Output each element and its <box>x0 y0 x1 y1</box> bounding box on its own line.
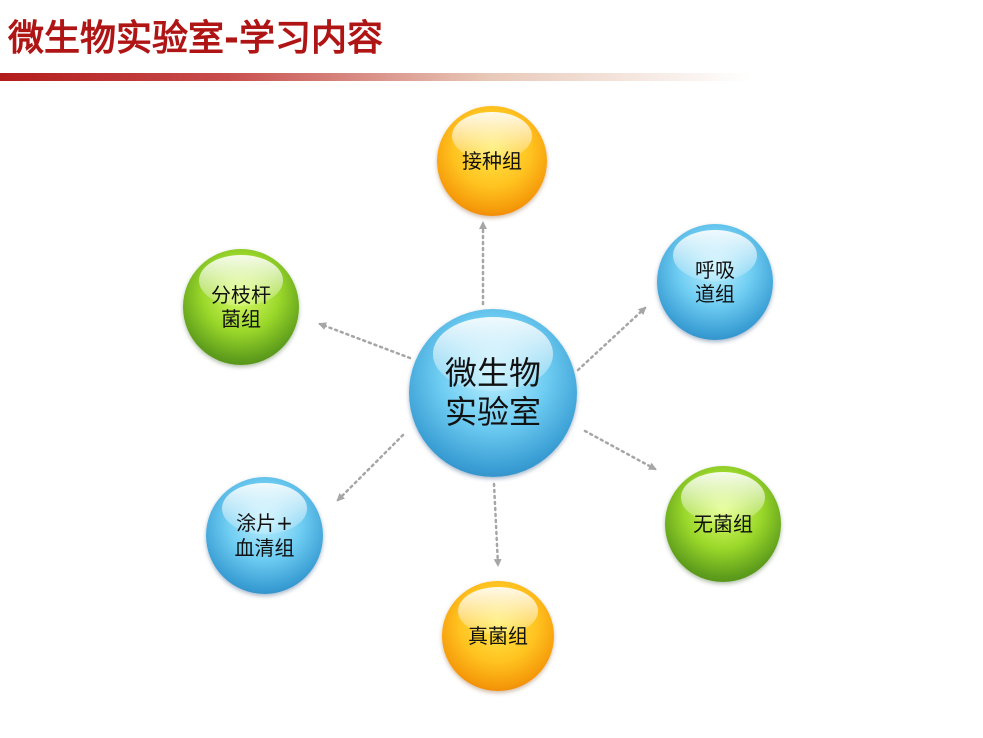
node-sterile-group: 无菌组 <box>665 466 781 582</box>
center-node-microbiology-lab: 微生物 实验室 <box>409 309 577 477</box>
node-fungi-group: 真菌组 <box>442 581 554 691</box>
node-label: 涂片+ 血清组 <box>234 511 295 560</box>
page-title: 微生物实验室-学习内容 <box>8 18 383 59</box>
node-label: 无菌组 <box>693 511 753 536</box>
node-label: 接种组 <box>462 148 522 173</box>
node-inoculation-group: 接种组 <box>437 106 547 216</box>
node-label: 真菌组 <box>468 623 528 648</box>
center-node-label: 微生物 实验室 <box>444 353 541 431</box>
title-underline <box>0 73 750 81</box>
connector-to-mycobacterium <box>318 322 412 360</box>
node-respiratory-group: 呼吸 道组 <box>657 224 773 340</box>
node-label: 分枝杆 菌组 <box>211 282 271 331</box>
node-mycobacterium-group: 分枝杆 菌组 <box>183 249 299 365</box>
node-label: 呼吸 道组 <box>695 257 735 306</box>
node-smear-serum-group: 涂片+ 血清组 <box>206 477 323 594</box>
connector-to-fungi <box>492 482 502 567</box>
connector-to-respiratory <box>576 306 647 372</box>
connector-to-smear <box>336 433 405 502</box>
connector-to-sterile <box>583 429 657 471</box>
